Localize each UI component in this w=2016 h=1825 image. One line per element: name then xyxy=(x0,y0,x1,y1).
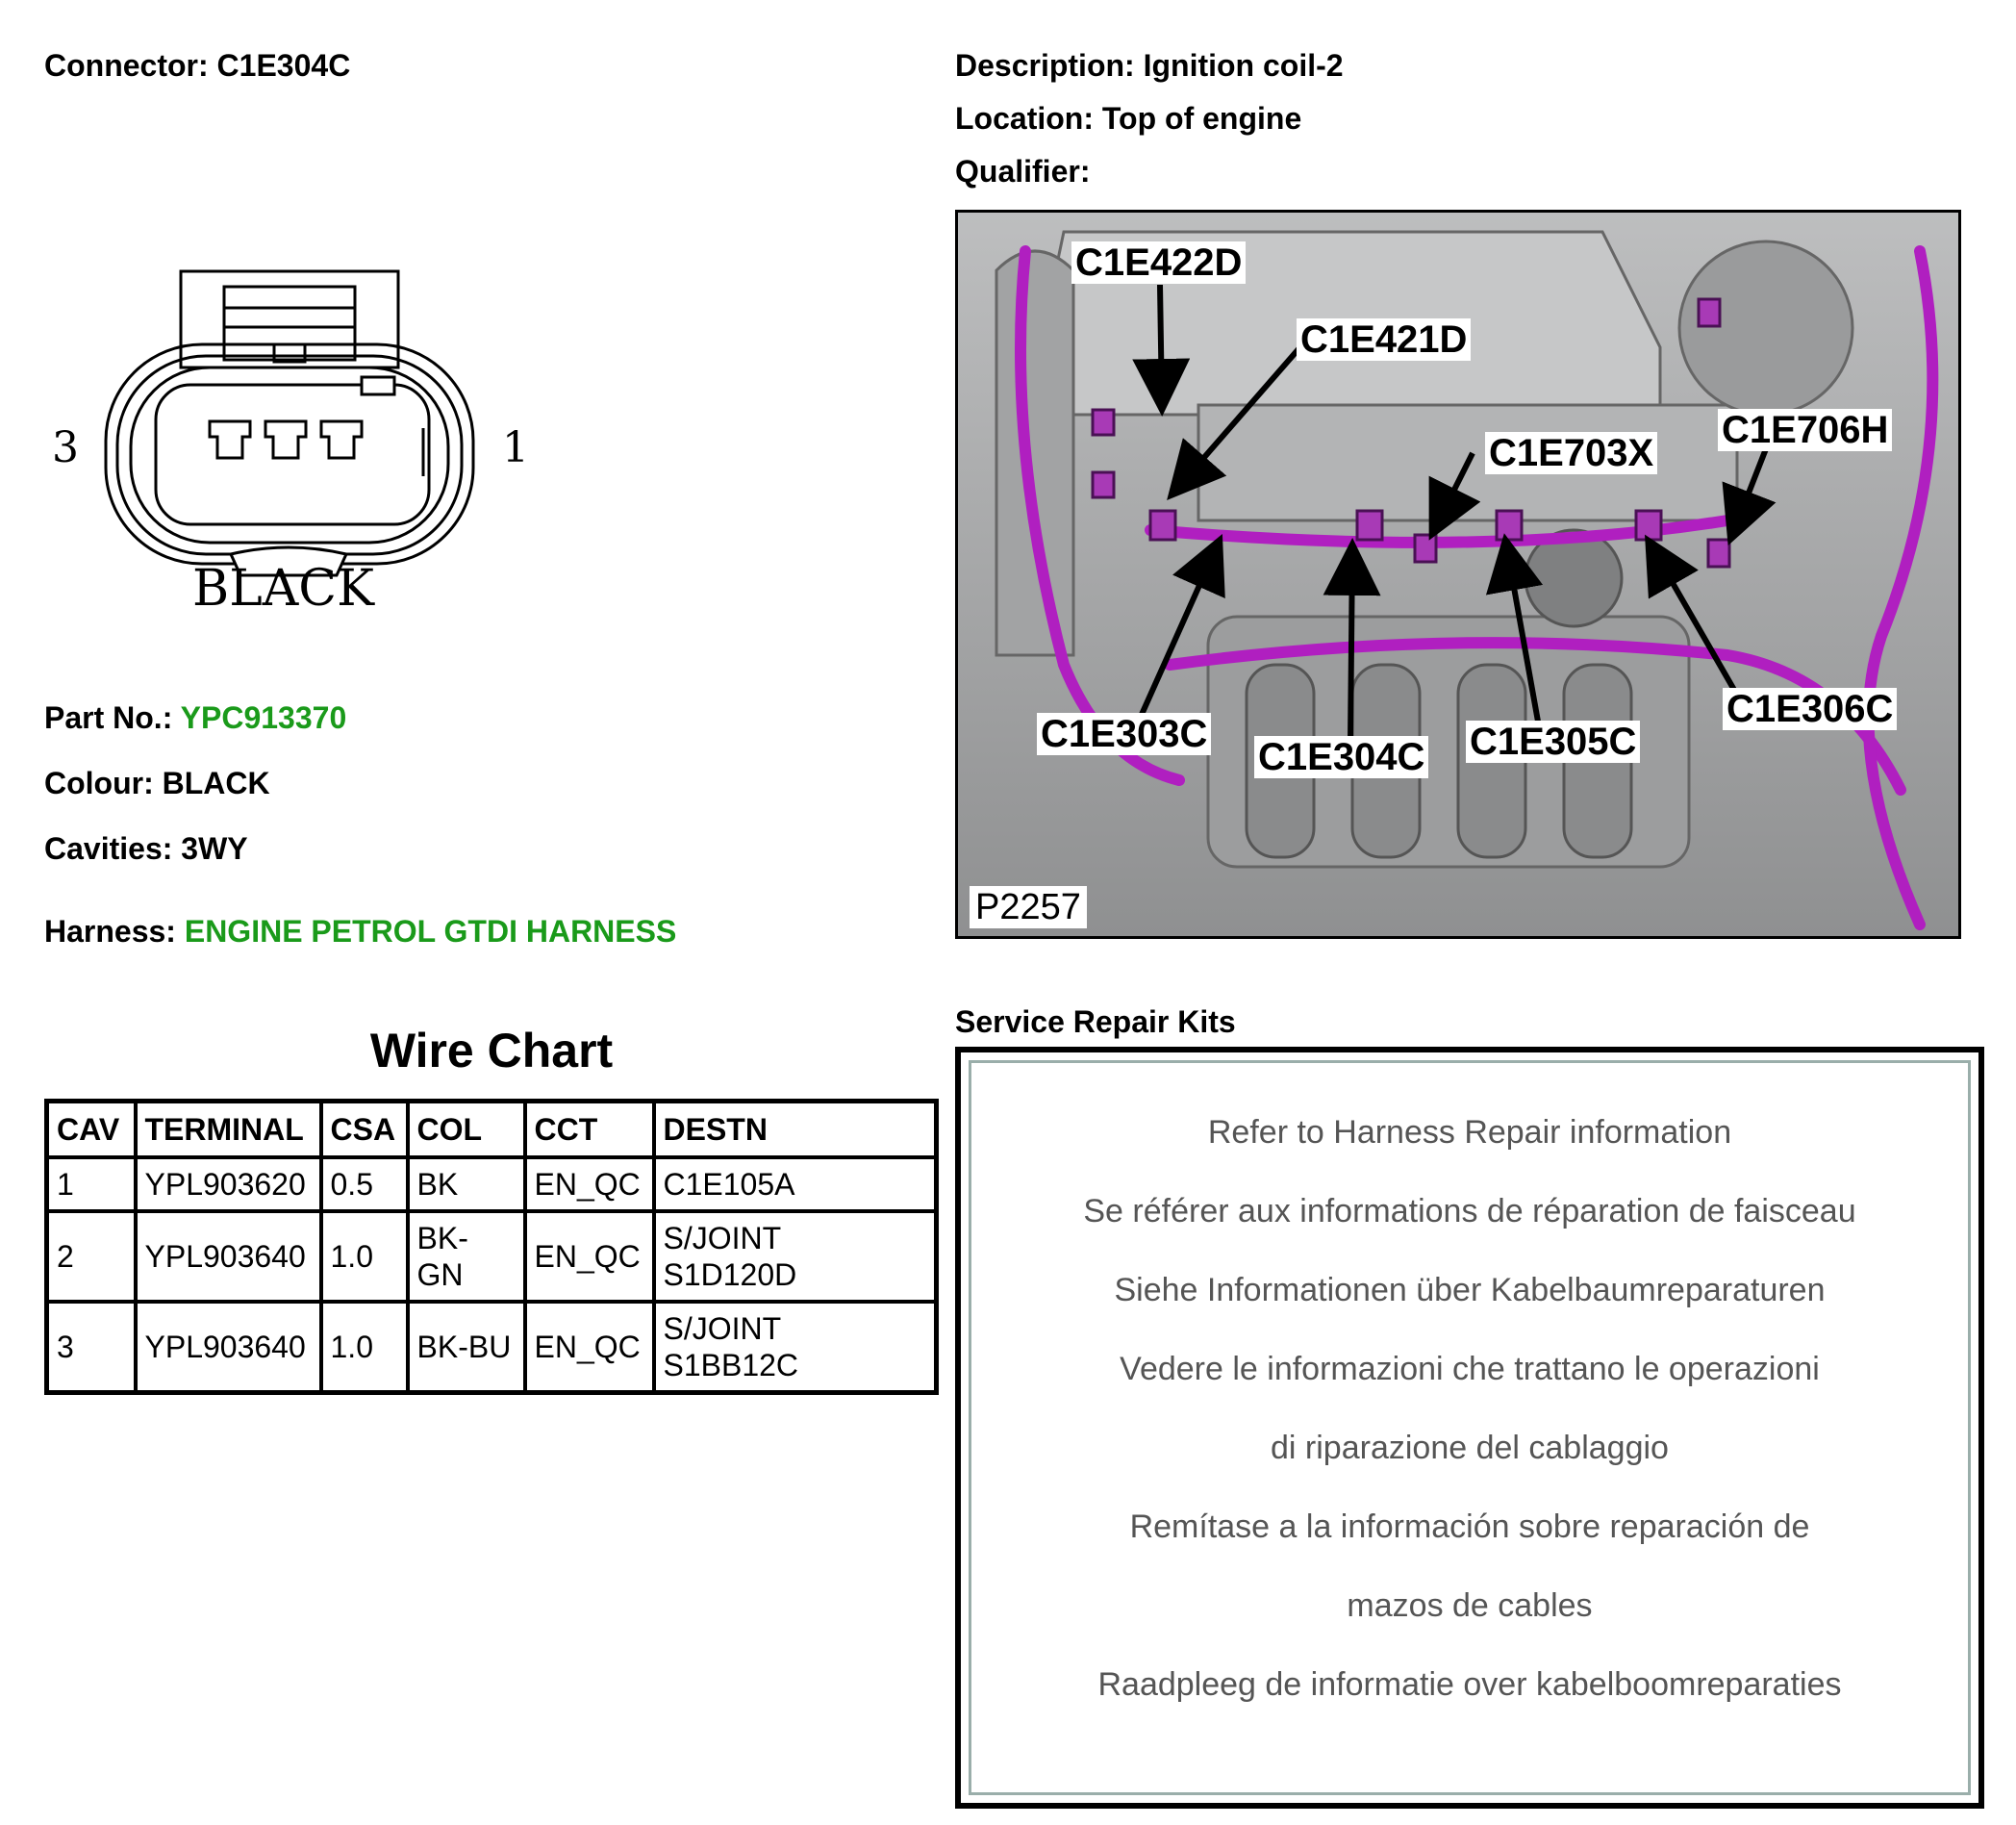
colour-value: BLACK xyxy=(162,766,270,800)
destn-line2: S1D120D xyxy=(663,1257,797,1292)
connector-value: C1E304C xyxy=(216,48,351,83)
engine-location-figure: C1E422D C1E421D C1E703X C1E706H C1E303C … xyxy=(955,210,1961,939)
cell-cav: 2 xyxy=(44,1209,138,1304)
destn-line1: C1E105A xyxy=(663,1167,795,1202)
wire-chart-title: Wire Chart xyxy=(369,1024,614,1077)
cell-csa: 1.0 xyxy=(318,1300,410,1394)
harness-row: Harness: ENGINE PETROL GTDI HARNESS xyxy=(44,914,676,950)
kit-line: Se référer aux informations de réparatio… xyxy=(1083,1193,1856,1229)
col-line2: GN xyxy=(416,1257,464,1292)
cell-cct: EN_QC xyxy=(522,1300,656,1394)
wire-chart-header-row: CAV TERMINAL CSA COL CCT DESTN xyxy=(44,1099,939,1159)
cavities-label: Cavities: xyxy=(44,831,173,866)
qualifier-label: Qualifier: xyxy=(955,154,1091,189)
colour-row: Colour: BLACK xyxy=(44,766,270,801)
cavities-value: 3WY xyxy=(181,831,248,866)
engine-illustration xyxy=(958,213,1958,936)
connector-label: Connector: xyxy=(44,48,209,83)
kit-line: mazos de cables xyxy=(1347,1587,1593,1624)
location-value: Top of engine xyxy=(1101,101,1302,136)
qualifier-row: Qualifier: xyxy=(955,154,1090,190)
col-line1: BK xyxy=(416,1167,459,1202)
kit-line: di riparazione del cablaggio xyxy=(1271,1430,1669,1466)
cell-terminal: YPL903640 xyxy=(133,1300,323,1394)
harness-link[interactable]: ENGINE PETROL GTDI HARNESS xyxy=(184,914,677,949)
colour-label: Colour: xyxy=(44,766,154,800)
kit-line: Remítase a la información sobre reparaci… xyxy=(1129,1508,1810,1545)
connector-face-drawing: 3 1 BLACK xyxy=(38,260,539,625)
description-value: Ignition coil-2 xyxy=(1143,48,1344,83)
kit-line: Raadpleeg de informatie over kabelboomre… xyxy=(1097,1666,1842,1703)
location-label: Location: xyxy=(955,101,1094,136)
pin-label-left: 3 xyxy=(52,423,79,472)
cell-destn: C1E105A xyxy=(651,1155,939,1213)
callout-c1e422d: C1E422D xyxy=(1071,241,1247,284)
header-cav: CAV xyxy=(44,1099,138,1159)
connector-color-caption: BLACK xyxy=(192,560,374,618)
service-repair-kits-inner: Refer to Harness Repair information Se r… xyxy=(969,1060,1971,1795)
destn-line1: S/JOINT xyxy=(663,1310,782,1346)
service-repair-kits-title: Service Repair Kits xyxy=(955,1004,1236,1039)
header-col: COL xyxy=(405,1099,527,1159)
kit-line: Refer to Harness Repair information xyxy=(1207,1114,1732,1151)
pin-label-right: 1 xyxy=(502,423,529,472)
header-destn: DESTN xyxy=(651,1099,939,1159)
cell-col: BK-GN xyxy=(405,1209,527,1304)
part-no-label: Part No.: xyxy=(44,700,173,735)
callout-c1e305c: C1E305C xyxy=(1466,721,1641,763)
cell-cav: 1 xyxy=(44,1155,138,1213)
destn-line1: S/JOINT xyxy=(663,1221,782,1255)
kit-line: Vedere le informazioni che trattano le o… xyxy=(1120,1351,1820,1387)
cell-col: BK xyxy=(405,1155,527,1213)
header-cct: CCT xyxy=(522,1099,656,1159)
connector-diagram xyxy=(104,269,475,577)
part-no-row: Part No.: YPC913370 xyxy=(44,700,346,736)
harness-label: Harness: xyxy=(44,914,176,949)
callout-c1e304c: C1E304C xyxy=(1254,736,1429,778)
figure-code: P2257 xyxy=(970,886,1087,928)
header-terminal: TERMINAL xyxy=(133,1099,323,1159)
description-label: Description: xyxy=(955,48,1135,83)
header-csa: CSA xyxy=(318,1099,410,1159)
callout-c1e306c: C1E306C xyxy=(1723,688,1898,730)
callout-c1e421d: C1E421D xyxy=(1297,318,1472,361)
cell-csa: 1.0 xyxy=(318,1209,410,1304)
cell-terminal: YPL903640 xyxy=(133,1209,323,1304)
table-row: 1 YPL903620 0.5 BK EN_QC C1E105A xyxy=(44,1155,939,1213)
callout-c1e706h: C1E706H xyxy=(1718,409,1893,451)
cell-cct: EN_QC xyxy=(522,1209,656,1304)
connector-heading: Connector: C1E304C xyxy=(44,48,350,84)
cell-terminal: YPL903620 xyxy=(133,1155,323,1213)
part-no-link[interactable]: YPC913370 xyxy=(180,700,347,735)
service-repair-kits-box: Refer to Harness Repair information Se r… xyxy=(955,1047,1984,1809)
cell-col: BK-BU xyxy=(405,1300,527,1394)
wire-chart-table: CAV TERMINAL CSA COL CCT DESTN 1 YPL9036… xyxy=(44,1099,939,1395)
callout-c1e703x: C1E703X xyxy=(1485,432,1658,474)
destn-line2: S1BB12C xyxy=(663,1347,799,1382)
location-row: Location: Top of engine xyxy=(955,101,1301,137)
callout-c1e303c: C1E303C xyxy=(1037,713,1212,755)
col-line1: BK- xyxy=(416,1221,468,1255)
cell-cct: EN_QC xyxy=(522,1155,656,1213)
cell-cav: 3 xyxy=(44,1300,138,1394)
kit-line: Siehe Informationen über Kabelbaumrepara… xyxy=(1114,1272,1826,1308)
col-line1: BK-BU xyxy=(416,1329,512,1364)
cell-csa: 0.5 xyxy=(318,1155,410,1213)
cavities-row: Cavities: 3WY xyxy=(44,831,248,867)
description-row: Description: Ignition coil-2 xyxy=(955,48,1344,84)
